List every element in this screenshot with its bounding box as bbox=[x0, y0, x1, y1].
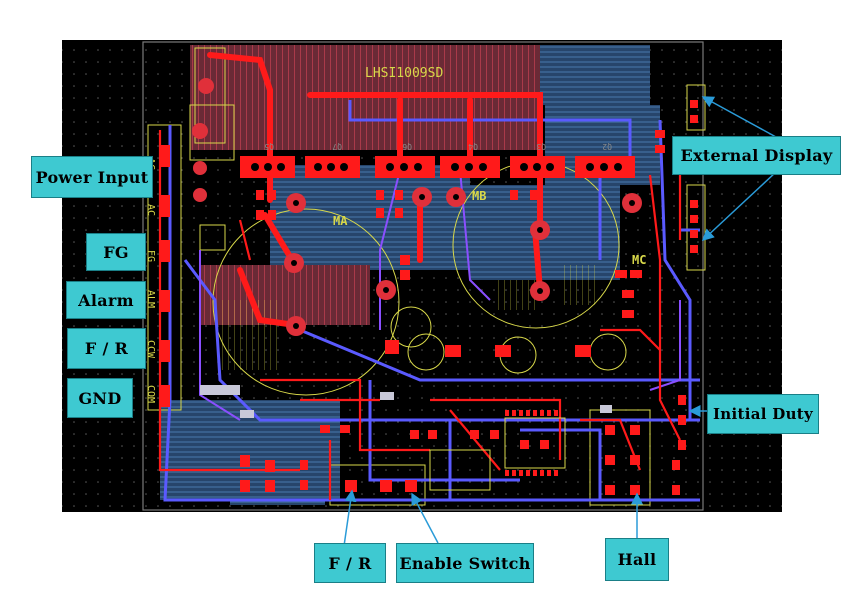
silkscreen-transistor-q6: Q6 bbox=[402, 142, 412, 151]
smd-pads bbox=[160, 100, 698, 495]
callout-fr-left: F / R bbox=[67, 328, 146, 369]
part-number-text: LHSI1009SD bbox=[365, 66, 443, 81]
silkscreen-pin-ac: AC bbox=[145, 204, 156, 216]
silkscreen-motor-mc: MC bbox=[632, 253, 646, 267]
silkscreen-motor-ma: MA bbox=[333, 214, 348, 228]
silkscreen-pin-fg: FG bbox=[145, 250, 156, 262]
silkscreen-transistor-q2: Q2 bbox=[602, 142, 612, 151]
silkscreen-transistor-q4: Q4 bbox=[468, 142, 478, 151]
silkscreen-transistor-q7: Q7 bbox=[332, 142, 342, 151]
callout-alarm: Alarm bbox=[66, 281, 146, 319]
silkscreen-text: LHSI1009SD AC AC FG ALM CCW COM MA MB MC bbox=[145, 66, 646, 403]
callout-gnd: GND bbox=[67, 378, 133, 418]
callout-external-display: External Display bbox=[672, 136, 841, 175]
ic-footprints bbox=[429, 417, 566, 491]
silkscreen-pin-com: COM bbox=[145, 385, 156, 403]
callout-fg: FG bbox=[86, 233, 146, 271]
silkscreen-transistor-q5: Q5 bbox=[264, 142, 274, 151]
silkscreen-pin-alm: ALM bbox=[145, 290, 156, 308]
callout-hall: Hall bbox=[605, 538, 669, 581]
callout-initial-duty: Initial Duty bbox=[707, 394, 819, 434]
callout-power-input: Power Input bbox=[31, 156, 153, 198]
silkscreen-transistor-q3: Q3 bbox=[536, 142, 546, 151]
silkscreen-motor-mb: MB bbox=[472, 189, 486, 203]
transistor-row bbox=[240, 156, 635, 178]
callout-enable-switch: Enable Switch bbox=[396, 543, 534, 583]
callout-fr-bottom: F / R bbox=[314, 543, 386, 583]
silkscreen-pin-ccw: CCW bbox=[145, 340, 156, 359]
